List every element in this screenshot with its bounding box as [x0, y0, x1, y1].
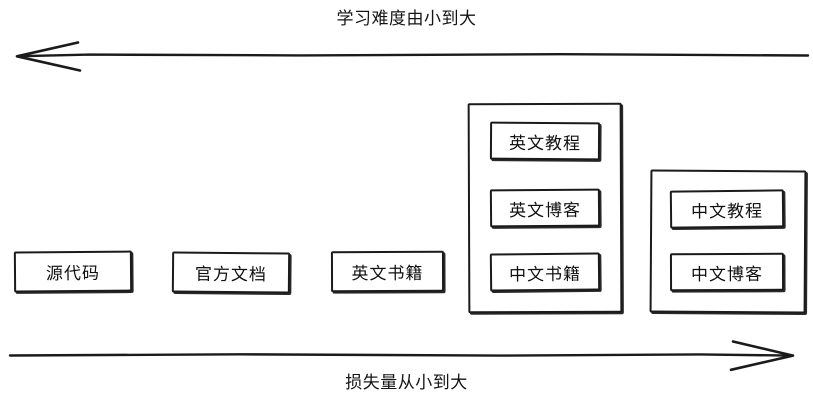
bottom-axis-caption: 损失量从小到大 [345, 373, 468, 392]
node-label-official-docs: 官方文档 [194, 264, 268, 285]
node-label-english-tutorial: 英文教程 [508, 133, 582, 153]
node-english-books[interactable]: 英文书籍 [330, 250, 445, 293]
node-official-docs[interactable]: 官方文档 [171, 251, 291, 294]
node-label-source-code: 源代码 [45, 263, 101, 284]
top-axis-caption: 学习难度由小到大 [336, 9, 477, 28]
node-chinese-tutorial[interactable]: 中文教程 [669, 189, 785, 229]
node-english-blog[interactable]: 英文博客 [489, 188, 601, 228]
node-chinese-blog[interactable]: 中文博客 [669, 252, 785, 292]
node-label-chinese-blog: 中文博客 [690, 264, 764, 284]
node-chinese-books[interactable]: 中文书籍 [489, 252, 601, 292]
node-english-tutorial[interactable]: 英文教程 [489, 121, 601, 161]
node-label-chinese-tutorial: 中文教程 [690, 201, 764, 221]
arrow-left-icon [15, 41, 810, 72]
node-label-english-books: 英文书籍 [351, 263, 424, 284]
arrow-right-icon [8, 340, 795, 372]
node-label-english-blog: 英文博客 [508, 200, 582, 220]
node-source-code[interactable]: 源代码 [13, 250, 133, 293]
node-label-chinese-books: 中文书籍 [508, 264, 582, 284]
